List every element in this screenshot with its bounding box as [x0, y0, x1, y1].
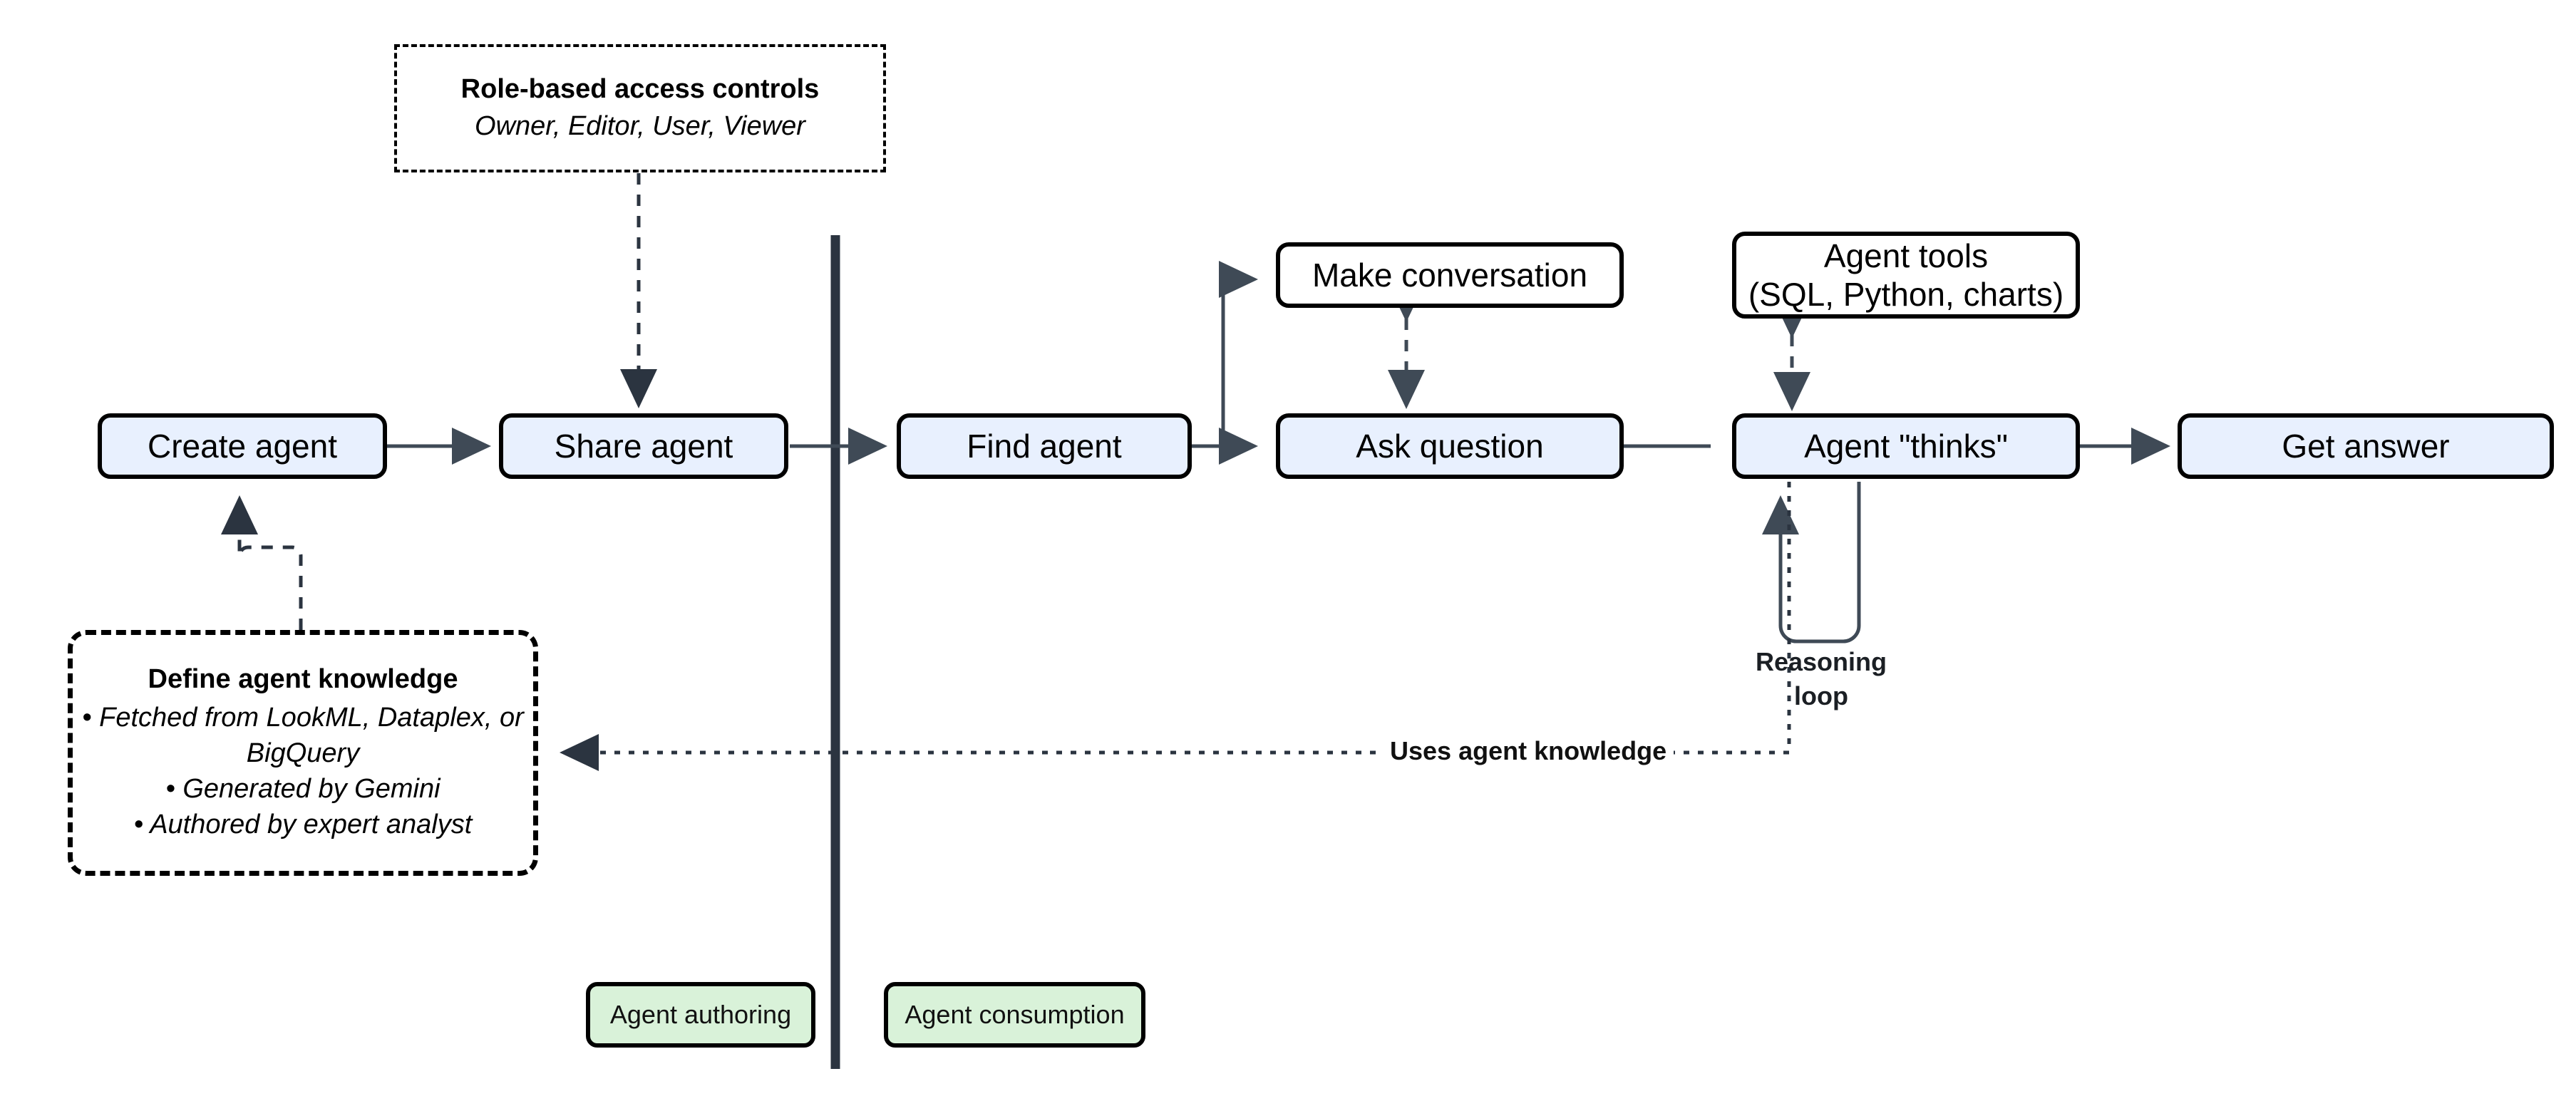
note-rbac-subtitle: Owner, Editor, User, Viewer: [475, 111, 805, 142]
node-share-agent-label: Share agent: [554, 427, 733, 465]
note-knowledge-title: Define agent knowledge: [148, 664, 458, 695]
note-define-agent-knowledge: Define agent knowledge • Fetched from Lo…: [68, 630, 538, 876]
edge-find-branch-riser: [1221, 277, 1237, 446]
legend-agent-consumption: Agent consumption: [884, 982, 1145, 1048]
edge-knowledge-to-create: [221, 495, 303, 630]
node-get-answer-label: Get answer: [2282, 427, 2450, 465]
note-knowledge-bullet-0: • Fetched from LookML, Dataplex, or BigQ…: [82, 702, 524, 769]
edge-uses-agent-knowledge: [560, 482, 1791, 771]
node-agent-tools-line1: Agent tools: [1823, 237, 1989, 274]
reasoning-loop-path: [1762, 482, 1861, 644]
note-knowledge-bullet-1: • Generated by Gemini: [165, 774, 441, 805]
node-agent-thinks[interactable]: Agent "thinks": [1732, 413, 2080, 479]
note-rbac-title: Role-based access controls: [460, 73, 820, 104]
legend-agent-authoring: Agent authoring: [586, 982, 815, 1048]
node-agent-tools-line2: (SQL, Python, charts): [1748, 276, 2064, 313]
label-reasoning-loop-line1: Reasoning: [1755, 647, 1887, 676]
label-uses-agent-knowledge: Uses agent knowledge: [1383, 736, 1674, 766]
node-create-agent[interactable]: Create agent: [98, 413, 387, 479]
node-create-agent-label: Create agent: [148, 427, 337, 465]
legend-agent-authoring-label: Agent authoring: [609, 1000, 792, 1029]
node-make-conversation[interactable]: Make conversation: [1276, 242, 1624, 308]
node-agent-tools[interactable]: Agent tools (SQL, Python, charts): [1732, 232, 2080, 319]
node-ask-question-label: Ask question: [1356, 427, 1544, 465]
node-find-agent[interactable]: Find agent: [897, 413, 1192, 479]
node-ask-question[interactable]: Ask question: [1276, 413, 1624, 479]
label-reasoning-loop-line2: loop: [1794, 681, 1848, 710]
node-find-agent-label: Find agent: [967, 427, 1122, 465]
node-share-agent[interactable]: Share agent: [499, 413, 788, 479]
node-get-answer[interactable]: Get answer: [2178, 413, 2554, 479]
note-role-based-access-controls: Role-based access controls Owner, Editor…: [394, 44, 886, 172]
label-reasoning-loop: Reasoning loop: [1746, 645, 1896, 713]
node-agent-thinks-label: Agent "thinks": [1804, 427, 2008, 465]
legend-agent-consumption-label: Agent consumption: [905, 1000, 1125, 1029]
note-knowledge-bullets: • Fetched from LookML, Dataplex, or BigQ…: [82, 700, 524, 843]
note-knowledge-bullet-2: • Authored by expert analyst: [133, 810, 473, 840]
node-make-conversation-label: Make conversation: [1312, 256, 1588, 294]
